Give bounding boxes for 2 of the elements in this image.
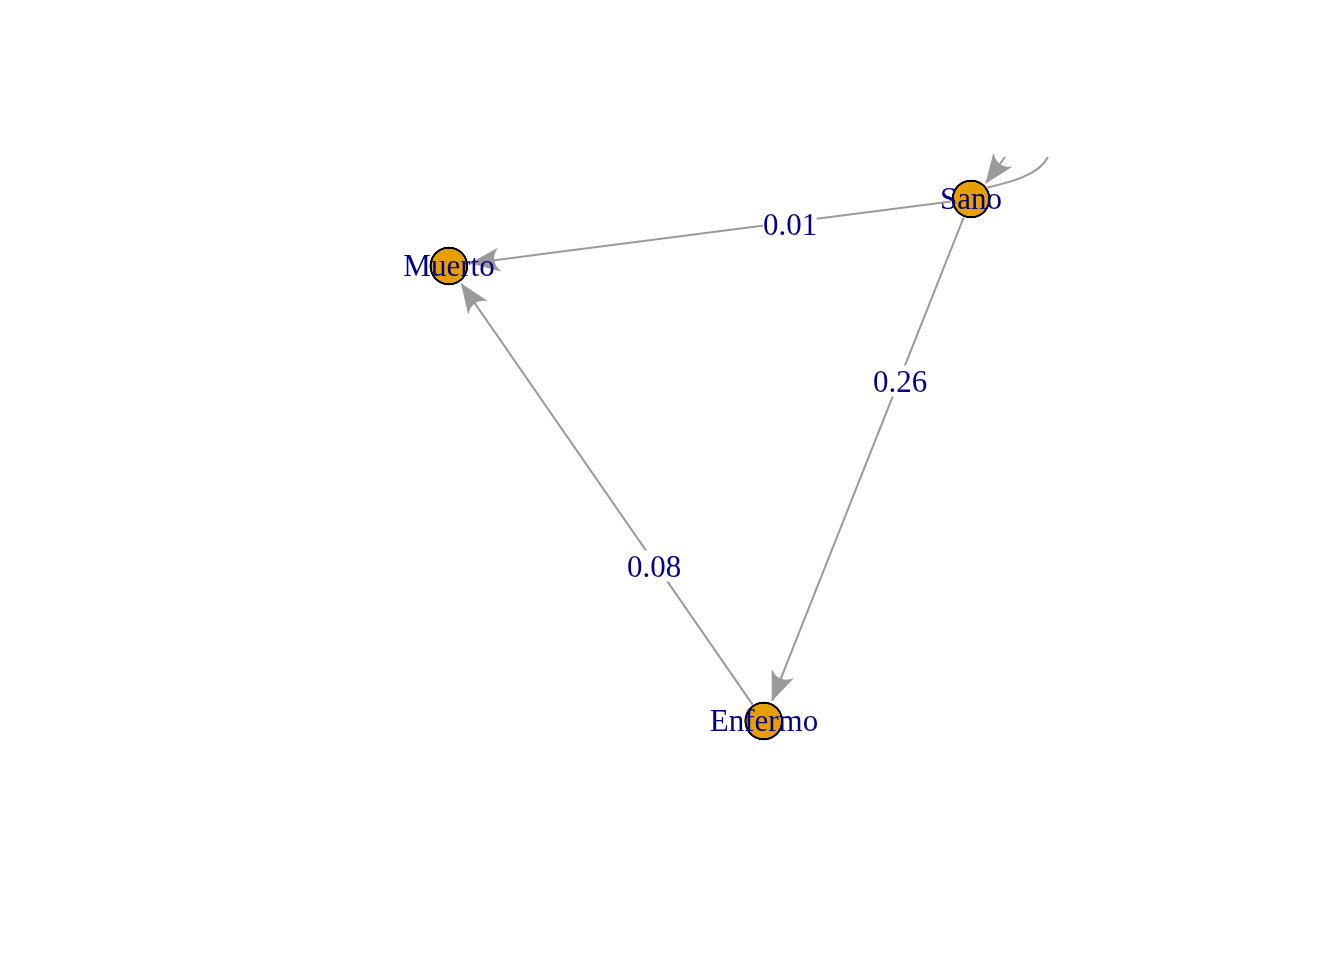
edge-label: 0.08 bbox=[626, 550, 682, 582]
edge-label: 0.26 bbox=[872, 365, 928, 397]
